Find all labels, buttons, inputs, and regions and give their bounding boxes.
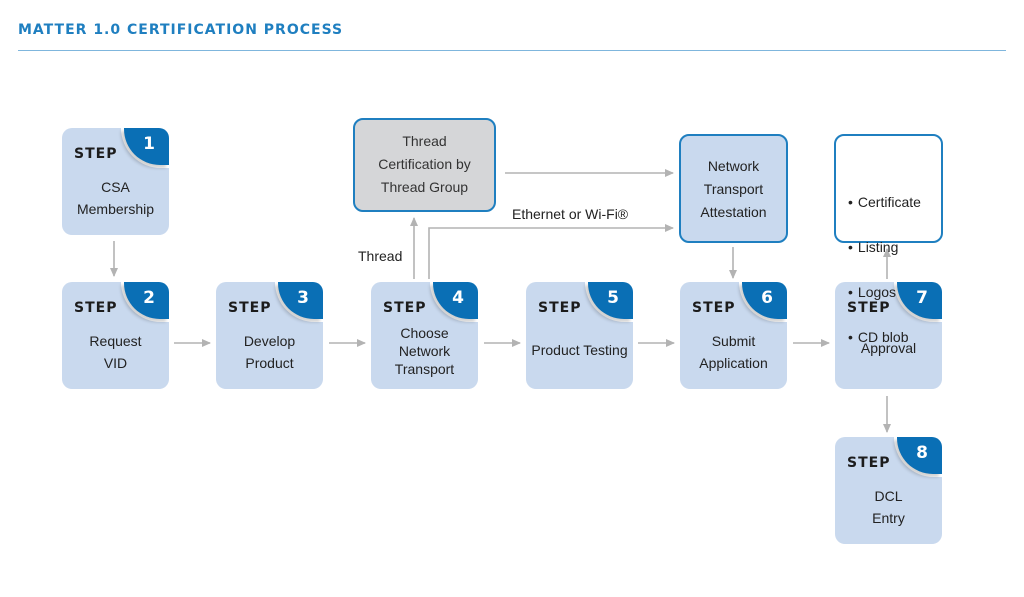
- output-item-certificate: Certificate: [848, 191, 941, 214]
- output-item-cd-blob: CD blob: [848, 326, 941, 349]
- approval-outputs-box: Certificate Listing Logos CD blob: [834, 134, 943, 345]
- step-5-box: 5 STEP Product Testing: [526, 282, 633, 389]
- output-item-listing: Listing: [848, 236, 941, 259]
- thread-certification-box: Thread Certification by Thread Group: [353, 118, 496, 212]
- page-title: MATTER 1.0 CERTIFICATION PROCESS: [18, 22, 344, 38]
- step-word: STEP: [383, 300, 427, 316]
- arrow-step4-to-attestation: [428, 224, 674, 279]
- step-number: 4: [452, 288, 464, 308]
- step-number: 2: [143, 288, 155, 308]
- step-4-box: 4 STEP Choose Network Transport: [371, 282, 478, 389]
- step-word: STEP: [847, 300, 891, 316]
- step-word: STEP: [74, 300, 118, 316]
- title-divider: [18, 50, 1006, 51]
- step-3-box: 3 STEP Develop Product: [216, 282, 323, 389]
- thread-path-label: Thread: [358, 248, 403, 264]
- step-number: 8: [916, 443, 928, 463]
- ethernet-wifi-path-label: Ethernet or Wi-Fi®: [512, 206, 629, 222]
- step-number: 3: [297, 288, 309, 308]
- step-number: 1: [143, 134, 155, 154]
- step-label: CSA Membership: [76, 179, 155, 217]
- step-6-box: 6 STEP Submit Application: [680, 282, 787, 389]
- step-label: Develop Product: [243, 333, 296, 371]
- output-item-logos: Logos: [848, 281, 941, 304]
- step-word: STEP: [228, 300, 272, 316]
- network-transport-attestation-box: Network Transport Attestation: [679, 134, 788, 243]
- step-word: STEP: [74, 146, 118, 162]
- step-2-box: 2 STEP Request VID: [62, 282, 169, 389]
- step-label: DCL Entry: [872, 488, 905, 526]
- step-word: STEP: [847, 455, 891, 471]
- approval-outputs-list: Certificate Listing Logos CD blob: [848, 169, 941, 372]
- step-number: 6: [761, 288, 773, 308]
- step-number: 5: [607, 288, 619, 308]
- step-label: Request VID: [89, 333, 142, 371]
- step-8-box: 8 STEP DCL Entry: [835, 437, 942, 544]
- step-word: STEP: [692, 300, 736, 316]
- step-1-box: 1 STEP CSA Membership: [62, 128, 169, 235]
- step-word: STEP: [538, 300, 582, 316]
- step-label: Product Testing: [531, 342, 628, 358]
- step-label: Choose Network Transport: [394, 325, 455, 377]
- step-label: Submit Application: [699, 333, 768, 371]
